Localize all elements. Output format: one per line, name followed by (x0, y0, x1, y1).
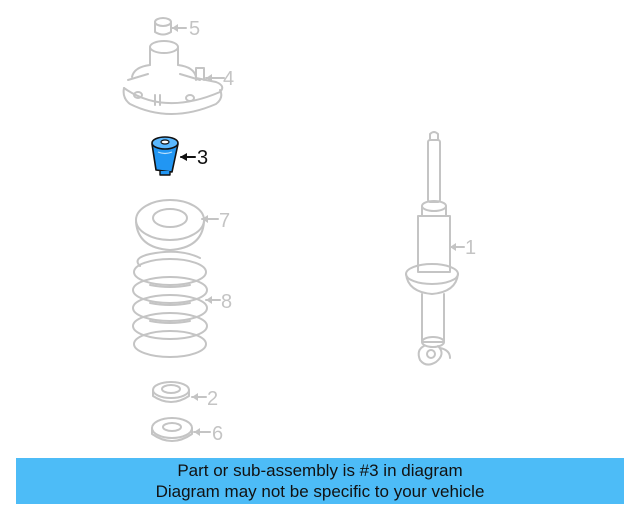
callout-8: 8 (221, 291, 232, 313)
part-7-spring-seat (135, 199, 205, 251)
info-banner: Part or sub-assembly is #3 in diagram Di… (16, 458, 624, 504)
part-6-lower-seat (151, 417, 193, 442)
callout-7: 7 (219, 210, 230, 232)
part-5-nut (154, 17, 172, 36)
callout-3: 3 (197, 147, 208, 169)
part-1-shock-absorber (405, 131, 459, 366)
banner-line-part-number: Part or sub-assembly is #3 in diagram (177, 461, 463, 480)
callout-1: 1 (465, 237, 476, 259)
part-8-coil-spring (132, 250, 208, 358)
callout-4: 4 (223, 68, 234, 90)
part-4-strut-mount (122, 40, 224, 115)
callout-6: 6 (212, 423, 223, 445)
part-2-lower-insulator (152, 381, 190, 403)
banner-line-disclaimer: Diagram may not be specific to your vehi… (155, 482, 485, 501)
callout-5: 5 (189, 18, 200, 40)
leader-line-3 (180, 153, 196, 161)
part-3-bump-stop (151, 136, 179, 176)
exploded-parts-diagram: 5 4 3 7 8 2 6 1 (122, 17, 476, 445)
callout-2: 2 (207, 388, 218, 410)
